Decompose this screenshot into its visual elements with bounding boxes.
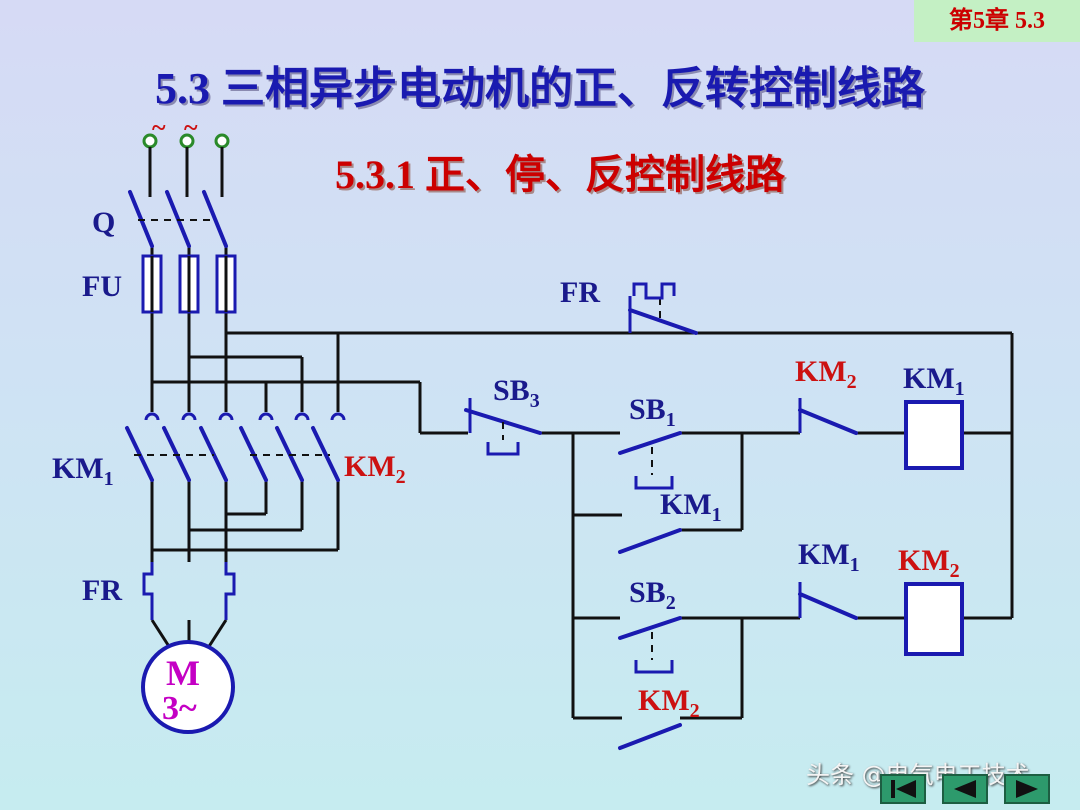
label-km2-main: KM2 <box>344 450 406 488</box>
coils <box>904 400 964 656</box>
label-km1-coil: KM1 <box>903 362 965 400</box>
arrow-right-icon <box>1016 780 1038 798</box>
nav-first-button[interactable] <box>880 774 926 804</box>
skip-back-icon <box>891 780 916 798</box>
motor-letter: M <box>166 653 200 693</box>
label-fu: FU <box>82 270 122 303</box>
chapter-tag: 第5章 5.3 <box>914 0 1080 42</box>
thermal-relay-heaters <box>142 562 236 620</box>
arrow-left-icon <box>954 780 976 798</box>
pushbutton-heads <box>486 282 676 674</box>
label-q: Q <box>92 206 116 239</box>
nav-next-button[interactable] <box>1004 774 1050 804</box>
label-km2-interlock: KM2 <box>795 355 857 393</box>
nav-previous-button[interactable] <box>942 774 988 804</box>
motor-symbol <box>141 640 235 734</box>
label-km2-hold: KM2 <box>638 684 700 722</box>
supply-mark: ~ ~ <box>152 113 204 142</box>
label-sb2: SB2 <box>629 576 676 614</box>
section-subtitle: 5.3.1 正、停、反控制线路 <box>335 152 785 197</box>
label-fr-control: FR <box>560 276 600 309</box>
label-sb1: SB1 <box>629 393 676 431</box>
motor-phase: 3~ <box>162 690 197 727</box>
label-km1-main: KM1 <box>52 452 114 490</box>
label-fr-main: FR <box>82 574 122 607</box>
supply-terminals <box>142 133 230 149</box>
contact-ticks <box>144 296 802 618</box>
label-sb3: SB3 <box>493 374 540 412</box>
fuse-cores <box>150 256 228 312</box>
main-wiring <box>148 147 1014 720</box>
label-km1-interlock: KM1 <box>798 538 860 576</box>
label-km2-coil: KM2 <box>898 544 960 582</box>
mechanical-links <box>134 219 661 660</box>
page-title: 5.3 三相异步电动机的正、反转控制线路 <box>155 64 925 113</box>
label-km1-hold: KM1 <box>660 488 722 526</box>
